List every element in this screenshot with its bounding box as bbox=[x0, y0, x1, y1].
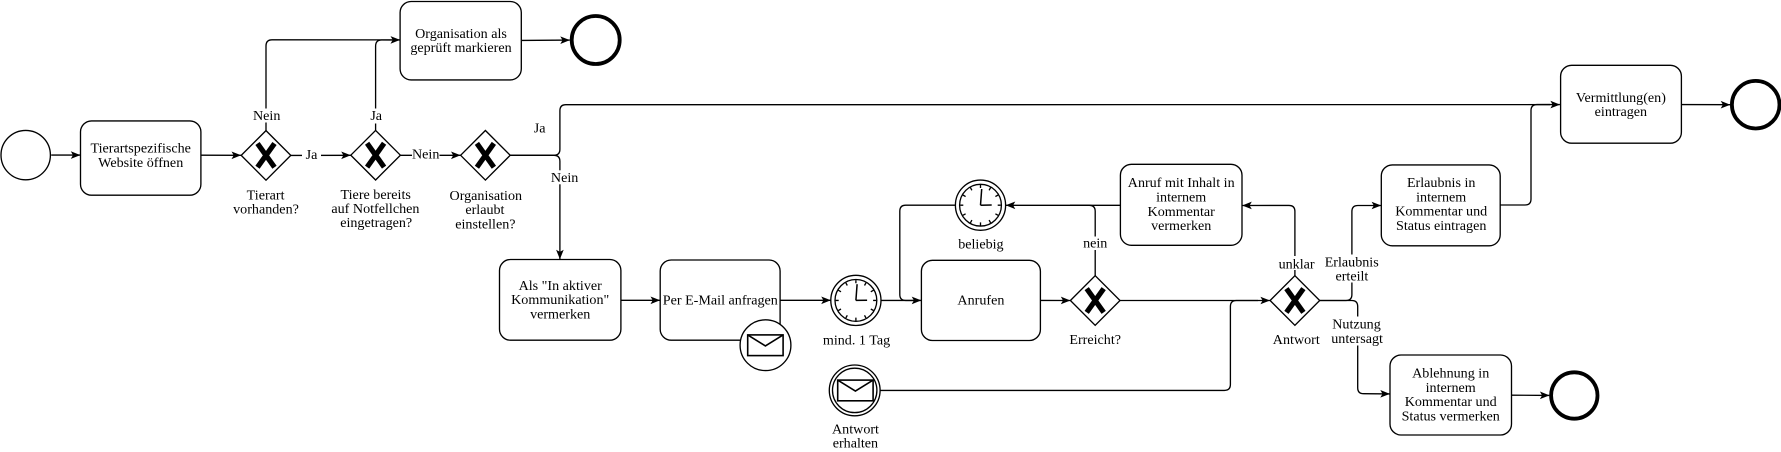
svg-text:internem: internem bbox=[1156, 190, 1206, 206]
svg-text:vorhanden?: vorhanden? bbox=[233, 202, 299, 218]
svg-text:Erlaubnis: Erlaubnis bbox=[1325, 254, 1379, 270]
svg-text:Organisation als: Organisation als bbox=[415, 26, 507, 42]
svg-text:nein: nein bbox=[1083, 235, 1107, 251]
svg-text:Organisation: Organisation bbox=[450, 188, 523, 204]
svg-text:Kommunikation": Kommunikation" bbox=[511, 292, 609, 308]
svg-text:erteilt: erteilt bbox=[1335, 269, 1368, 285]
svg-text:Kommentar und: Kommentar und bbox=[1405, 394, 1497, 410]
svg-text:Kommentar und: Kommentar und bbox=[1395, 204, 1487, 220]
svg-text:untersagt: untersagt bbox=[1331, 331, 1383, 347]
svg-text:Nein: Nein bbox=[253, 108, 280, 124]
svg-text:Ja: Ja bbox=[370, 108, 382, 124]
svg-text:mind. 1 Tag: mind. 1 Tag bbox=[823, 332, 890, 348]
svg-text:Antwort: Antwort bbox=[1273, 332, 1320, 348]
svg-text:Tierart: Tierart bbox=[247, 187, 285, 203]
svg-text:erlaubt: erlaubt bbox=[465, 202, 504, 218]
svg-text:Erlaubnis in: Erlaubnis in bbox=[1407, 175, 1476, 191]
svg-text:eintragen: eintragen bbox=[1595, 104, 1647, 120]
svg-text:Erreicht?: Erreicht? bbox=[1069, 332, 1121, 348]
svg-text:Ja: Ja bbox=[306, 147, 318, 163]
svg-text:unklar: unklar bbox=[1279, 256, 1315, 272]
svg-text:eingetragen?: eingetragen? bbox=[340, 215, 412, 231]
svg-text:Per E-Mail anfragen: Per E-Mail anfragen bbox=[663, 292, 778, 308]
svg-text:internem: internem bbox=[1426, 380, 1476, 396]
svg-text:auf Notfellchen: auf Notfellchen bbox=[331, 201, 419, 217]
svg-text:Status eintragen: Status eintragen bbox=[1396, 218, 1486, 234]
svg-text:vermerken: vermerken bbox=[530, 306, 590, 322]
svg-text:Nutzung: Nutzung bbox=[1332, 317, 1381, 333]
svg-text:Ablehnung in: Ablehnung in bbox=[1412, 366, 1489, 382]
svg-text:Nein: Nein bbox=[551, 170, 578, 186]
svg-text:Tierartspezifische: Tierartspezifische bbox=[90, 141, 190, 157]
svg-text:einstellen?: einstellen? bbox=[455, 216, 515, 232]
svg-text:Antwort: Antwort bbox=[832, 421, 879, 437]
svg-text:Als "In aktiver: Als "In aktiver bbox=[519, 278, 603, 294]
svg-text:Kommentar: Kommentar bbox=[1148, 204, 1216, 220]
svg-text:Anruf mit Inhalt in: Anruf mit Inhalt in bbox=[1128, 175, 1235, 191]
svg-text:vermerken: vermerken bbox=[1151, 218, 1211, 234]
svg-text:Vermittlung(en): Vermittlung(en) bbox=[1576, 90, 1666, 106]
svg-text:internem: internem bbox=[1416, 189, 1466, 205]
svg-text:Status vermerken: Status vermerken bbox=[1402, 409, 1500, 425]
svg-text:Anrufen: Anrufen bbox=[957, 292, 1004, 308]
svg-text:Website öffnen: Website öffnen bbox=[98, 155, 183, 171]
svg-text:Ja: Ja bbox=[534, 120, 546, 136]
svg-text:erhalten: erhalten bbox=[833, 436, 878, 452]
svg-text:geprüft markieren: geprüft markieren bbox=[410, 40, 511, 56]
svg-text:Tiere bereits: Tiere bereits bbox=[341, 187, 411, 203]
svg-text:Nein: Nein bbox=[412, 147, 439, 163]
svg-text:beliebig: beliebig bbox=[958, 237, 1003, 253]
